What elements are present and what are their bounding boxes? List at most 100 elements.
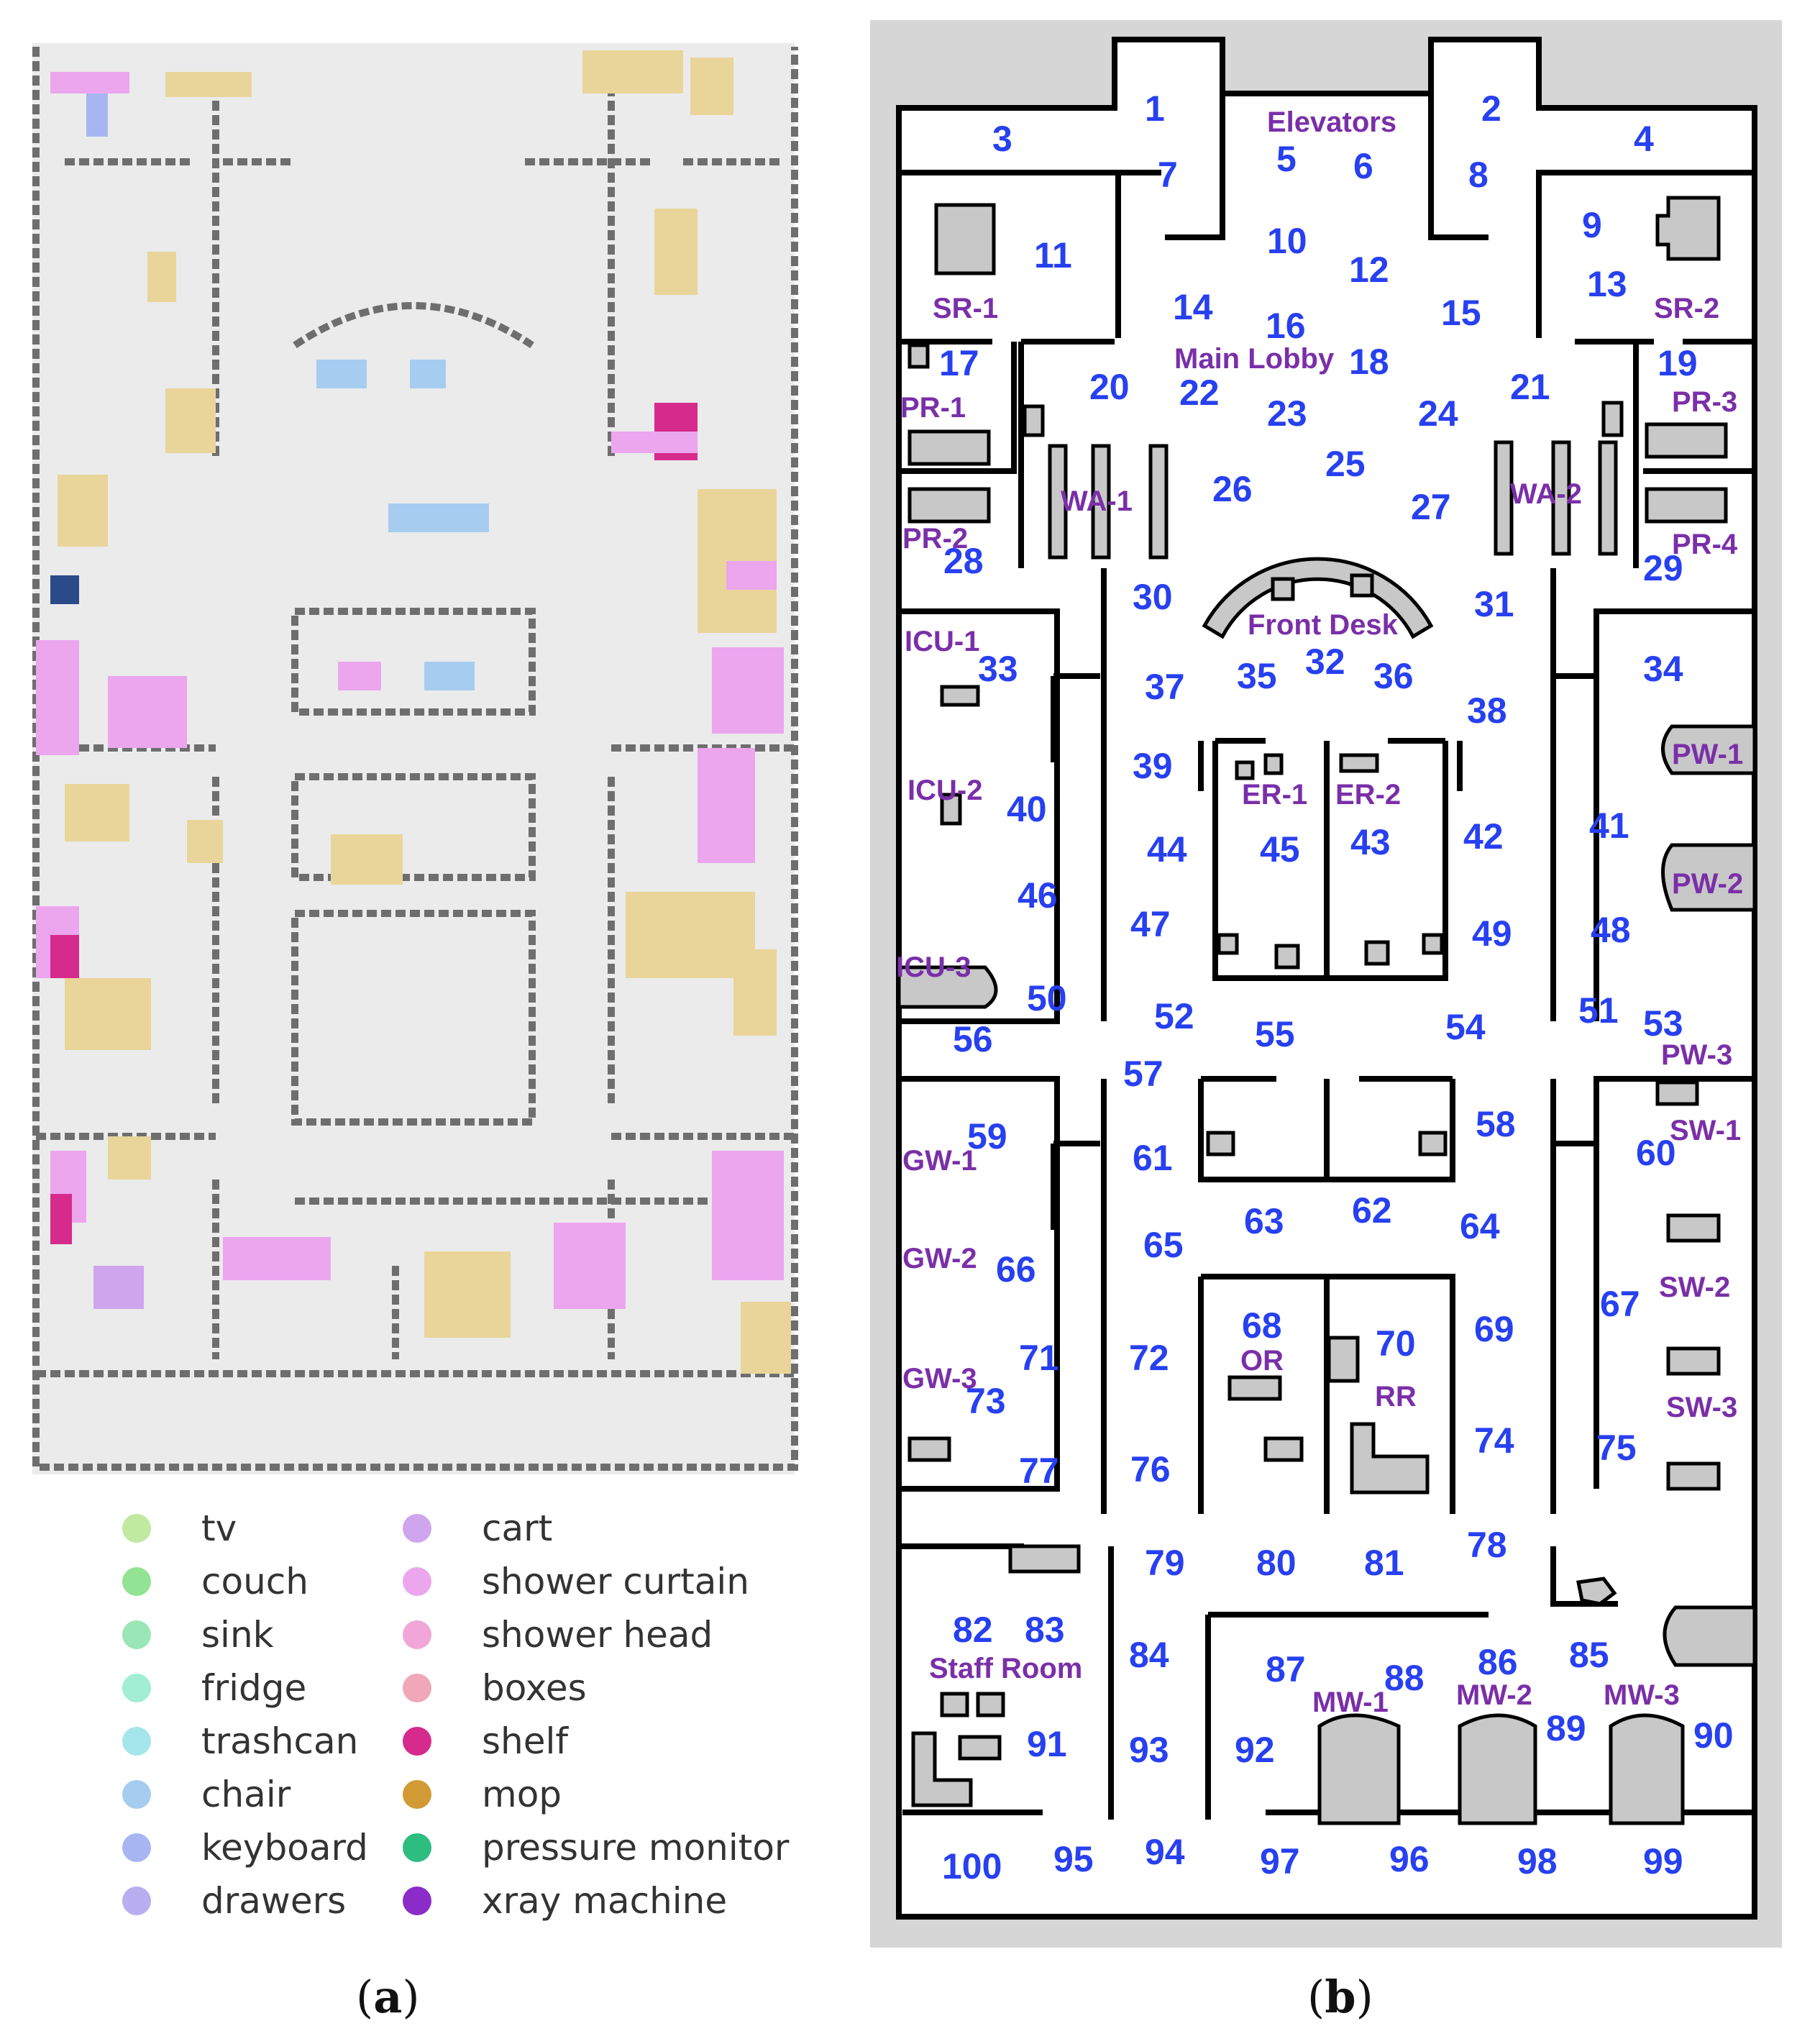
node-numbers: 1 2 3 4 5 6 7 8 9 10 11 12 13 14 15 16 1… (939, 88, 1734, 1886)
room-label-staff-room: Staff Room (929, 1653, 1082, 1684)
caption-b-open: ( (1307, 1971, 1325, 2023)
node-62: 62 (1352, 1190, 1392, 1231)
node-11: 11 (1034, 235, 1072, 275)
legend-label: xray machine (482, 1880, 728, 1922)
caption-a-open: ( (356, 1971, 374, 2023)
room-label-sw-2: SW-2 (1659, 1272, 1730, 1303)
legend-label: fridge (201, 1667, 307, 1709)
legend-swatch (403, 1780, 431, 1809)
legend-label: pressure monitor (482, 1827, 790, 1869)
legend-swatch (122, 1514, 151, 1543)
node-43: 43 (1350, 822, 1391, 862)
node-69: 69 (1474, 1309, 1514, 1349)
room-label-wa-1: WA-1 (1061, 485, 1133, 517)
legend-swatch (122, 1674, 151, 1702)
node-78: 78 (1467, 1525, 1507, 1565)
node-23: 23 (1267, 393, 1307, 434)
legend-swatch (403, 1620, 431, 1649)
node-87: 87 (1266, 1649, 1306, 1689)
node-47: 47 (1130, 904, 1171, 944)
node-65: 65 (1143, 1225, 1184, 1265)
room-label-gw-1: GW-1 (902, 1145, 977, 1177)
node-85: 85 (1569, 1635, 1609, 1675)
node-89: 89 (1546, 1708, 1586, 1748)
legend-label: mop (482, 1774, 562, 1815)
legend-swatch (403, 1727, 431, 1756)
legend-item-shower-head: shower head (403, 1610, 713, 1660)
legend-item-shower-curtain: shower curtain (403, 1556, 749, 1607)
room-label-icu-2: ICU-2 (907, 775, 982, 806)
legend-label: shower head (482, 1614, 713, 1656)
node-57: 57 (1123, 1054, 1163, 1094)
legend-item-tv: tv (122, 1503, 237, 1553)
legend-item-fridge: fridge (122, 1663, 306, 1713)
node-39: 39 (1133, 746, 1173, 786)
legend-item-pressure-monitor: pressure monitor (403, 1822, 790, 1873)
node-28: 28 (943, 541, 984, 581)
legend-swatch (122, 1567, 151, 1596)
caption-a-close: ) (402, 1971, 420, 2023)
room-label-pr-3: PR-3 (1672, 386, 1737, 418)
node-48: 48 (1591, 910, 1631, 950)
node-45: 45 (1260, 829, 1300, 870)
room-label-front-desk: Front Desk (1248, 609, 1399, 641)
node-54: 54 (1445, 1007, 1486, 1047)
legend-swatch (403, 1514, 431, 1543)
node-99: 99 (1643, 1841, 1683, 1881)
room-label-rr: RR (1375, 1381, 1417, 1413)
legend-swatch (403, 1833, 431, 1862)
node-29: 29 (1643, 548, 1683, 588)
room-label-pw-2: PW-2 (1672, 868, 1743, 900)
node-98: 98 (1517, 1841, 1558, 1881)
room-label-sw-1: SW-1 (1670, 1115, 1741, 1146)
room-label-sr-2: SR-2 (1654, 293, 1719, 324)
node-68: 68 (1242, 1305, 1282, 1346)
node-18-label: 18 (1349, 342, 1389, 382)
node-61: 61 (1133, 1138, 1173, 1178)
legend-item-xray-machine: xray machine (403, 1876, 727, 1926)
legend-item-couch: couch (122, 1556, 308, 1607)
node-96: 96 (1389, 1839, 1430, 1879)
node-5: 5 (1276, 139, 1297, 179)
legend-item-boxes: boxes (403, 1663, 587, 1713)
node-55: 55 (1255, 1014, 1295, 1054)
legend-label: shower curtain (482, 1561, 749, 1602)
node-38: 38 (1467, 690, 1507, 731)
legend-label: tv (201, 1507, 237, 1549)
node-52: 52 (1154, 996, 1194, 1036)
room-label-sw-3: SW-3 (1666, 1392, 1737, 1423)
semantic-map (32, 43, 798, 1474)
node-42: 42 (1463, 816, 1504, 857)
node-100: 100 (942, 1846, 1002, 1886)
node-70: 70 (1376, 1323, 1416, 1364)
node-71: 71 (1019, 1338, 1059, 1378)
caption-b-letter: b (1325, 1971, 1356, 2023)
node-82: 82 (953, 1610, 993, 1650)
room-label-gw-3: GW-3 (902, 1363, 977, 1395)
node-72: 72 (1129, 1338, 1169, 1378)
node-49: 49 (1472, 913, 1512, 954)
node-53: 53 (1643, 1003, 1683, 1044)
legend-swatch (122, 1886, 151, 1915)
node-6: 6 (1353, 146, 1373, 186)
floor-plan-furniture (897, 196, 1757, 1825)
node-26: 26 (1212, 469, 1253, 509)
node-66: 66 (996, 1249, 1036, 1290)
node-3: 3 (992, 119, 1012, 159)
node-4: 4 (1634, 119, 1654, 159)
node-81: 81 (1364, 1543, 1404, 1583)
node-24: 24 (1418, 393, 1458, 434)
room-label-icu-1: ICU-1 (905, 626, 979, 657)
legend: tv couch sink fridge trashcan chair keyb… (108, 1503, 827, 1935)
node-58: 58 (1476, 1104, 1516, 1144)
room-label-pr-2: PR-2 (902, 523, 968, 555)
room-label-gw-2: GW-2 (902, 1243, 977, 1274)
legend-item-mop: mop (403, 1769, 562, 1820)
room-label-er-2: ER-2 (1335, 779, 1401, 811)
legend-label: shelf (482, 1720, 568, 1762)
room-label-pr-1: PR-1 (900, 392, 966, 424)
legend-item-shelf: shelf (403, 1716, 568, 1766)
node-44: 44 (1147, 829, 1187, 870)
node-84: 84 (1129, 1635, 1169, 1675)
